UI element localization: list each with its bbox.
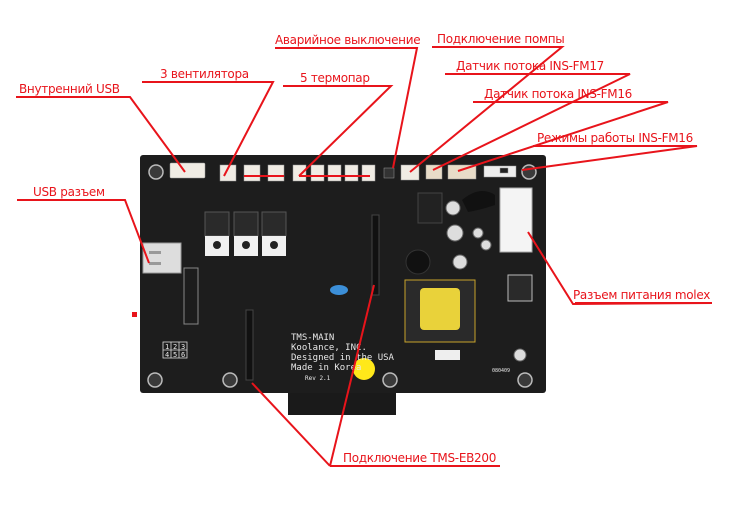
line-modes bbox=[521, 145, 698, 171]
line-molex bbox=[527, 231, 713, 306]
fan1-connector bbox=[267, 164, 285, 182]
line-usb-port bbox=[17, 199, 150, 264]
eb200-header-left bbox=[245, 309, 254, 381]
th1-connector bbox=[361, 164, 376, 182]
line-internal-usb bbox=[16, 96, 186, 173]
grid-1: 1 bbox=[165, 343, 169, 351]
grid-2: 2 bbox=[173, 343, 177, 351]
line-fm17 bbox=[432, 73, 631, 171]
eb200-header-right bbox=[371, 214, 380, 296]
grid-3: 3 bbox=[181, 343, 185, 351]
relay bbox=[417, 192, 443, 224]
label-pump: Подключение помпы bbox=[437, 32, 565, 46]
fan3-connector bbox=[219, 164, 237, 182]
thermistor bbox=[462, 191, 495, 212]
silk-line-1: TMS-MAIN bbox=[291, 333, 334, 343]
fuse bbox=[435, 350, 460, 360]
th5-connector bbox=[292, 164, 307, 182]
line-emergency bbox=[275, 47, 419, 169]
revision: Rev 2.1 bbox=[305, 375, 331, 382]
led bbox=[132, 312, 137, 317]
th3-connector bbox=[327, 164, 342, 182]
board-code: 080409 bbox=[492, 368, 510, 374]
line-eb200-right bbox=[329, 284, 375, 467]
callout-lines bbox=[16, 46, 713, 467]
transistors bbox=[204, 211, 533, 302]
label-modes-fm16: Режимы работы INS-FM16 bbox=[537, 131, 693, 145]
grid-6: 6 bbox=[181, 351, 185, 359]
th4-connector bbox=[310, 164, 325, 182]
label-flow-fm16: Датчик потока INS-FM16 bbox=[484, 87, 632, 101]
grid-4: 4 bbox=[165, 351, 169, 359]
label-thermocouples: 5 термопар bbox=[300, 71, 370, 85]
line-pump bbox=[409, 46, 565, 173]
molex-connector bbox=[499, 187, 533, 253]
yellow-marker bbox=[353, 358, 375, 380]
fan2-connector bbox=[243, 164, 261, 182]
fm16-connector bbox=[447, 164, 477, 180]
mounting-holes bbox=[147, 164, 537, 388]
internal-usb-connector bbox=[169, 162, 206, 179]
label-eb200: Подключение TMS-EB200 bbox=[343, 451, 497, 465]
th2-connector bbox=[344, 164, 359, 182]
pin-header bbox=[183, 267, 199, 325]
grid-box bbox=[162, 341, 188, 359]
usb-port bbox=[142, 242, 182, 274]
label-usb-port: USB разъем bbox=[33, 185, 105, 199]
label-emergency-off: Аварийное выключение bbox=[275, 33, 421, 47]
label-flow-fm17: Датчик потока INS-FM17 bbox=[456, 59, 604, 73]
crystal bbox=[330, 285, 348, 295]
grid-5: 5 bbox=[173, 351, 177, 359]
label-molex-power: Разъем питания molex bbox=[573, 288, 711, 302]
silk-line-4: Made in Korea bbox=[291, 363, 361, 373]
transformer-coil bbox=[420, 288, 460, 330]
label-fans: 3 вентилятора bbox=[160, 67, 249, 81]
label-internal-usb: Внутренний USB bbox=[19, 82, 120, 96]
silk-line-3: Designed in the USA bbox=[291, 353, 395, 363]
silk-line-2: Koolance, INC. bbox=[291, 343, 367, 353]
capacitors bbox=[445, 200, 527, 362]
line-eb200-left bbox=[251, 382, 331, 467]
line-fm16 bbox=[457, 101, 669, 172]
buzzer bbox=[405, 249, 431, 275]
